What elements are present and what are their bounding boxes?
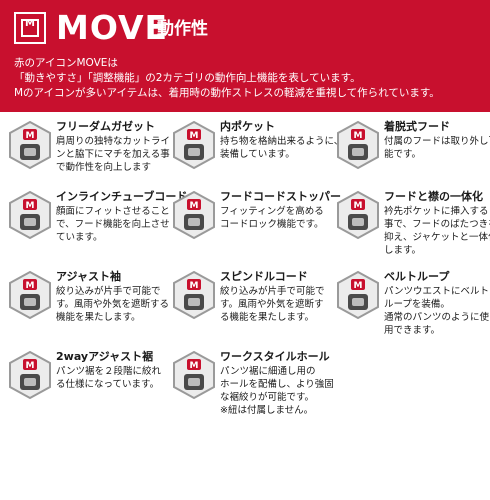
feature-description-line: 能です。 — [384, 149, 422, 160]
feature-item: M ワークスタイルホールパンツ裾に細通し用のホールを配備し、より強固な裾絞りが可能… — [172, 350, 334, 438]
feature-description: 付属のフードは取り外し可能です。 — [384, 135, 490, 161]
feature-description-line: 通常のパンツのように使 — [384, 312, 489, 323]
feature-description-line: 抑え、ジャケットと一体化 — [384, 232, 490, 243]
feature-description-line: ています。 — [56, 232, 103, 243]
feature-description-line: 顔面にフィットさせること — [56, 206, 170, 217]
page-subtitle: 動作性 — [157, 19, 208, 39]
move-logo-icon: M — [14, 12, 46, 44]
header-line-2: 「動きやすさ」「調整機能」の2カテゴリの動作向上機能を表しています。 — [14, 72, 361, 84]
hem-adjust-icon: M — [8, 350, 52, 400]
feature-description-line: ループを装備。 — [384, 299, 450, 310]
inner-pocket-icon: M — [172, 120, 216, 170]
header-line-1: 赤のアイコンMOVEは — [14, 57, 118, 69]
feature-description: パンツ裾を２段階に絞れる仕様になっています。 — [56, 365, 161, 391]
feature-description-line: す。風雨や外気を遮断する — [56, 299, 170, 310]
feature-name: フリーダムガゼット — [56, 120, 155, 133]
feature-description: 衿先ポケットに挿入する事で、フードのばたつきを抑え、ジャケットと一体化します。 — [384, 205, 490, 257]
feature-description-line: ホールを配備し、より強固 — [220, 379, 334, 390]
feature-description-line: パンツ裾を２段階に絞れ — [56, 366, 161, 377]
feature-description: パンツウエストにベルトループを装備。通常のパンツのように使用できます。 — [384, 285, 489, 337]
feature-description-line: フィッティングを高める — [220, 206, 324, 217]
feature-description-line: 肩周りの独特なカットライ — [56, 136, 171, 147]
feature-name: インラインチューブコード — [56, 190, 188, 203]
feature-item: M アジャスト袖絞り込みが片手で可能です。風雨や外気を遮断する機能を果たします。 — [8, 270, 169, 358]
feature-description: 持ち物を格納出来るように、装備しています。 — [220, 135, 343, 161]
feature-description-line: 事で、フードのばたつきを — [384, 219, 490, 230]
feature-name: ワークスタイルホール — [220, 350, 330, 363]
feature-description-line: 絞り込みが片手で可能で — [56, 286, 161, 297]
svg-text:M: M — [190, 361, 199, 371]
feature-description-line: 衿先ポケットに挿入する — [384, 206, 489, 217]
feature-name: スピンドルコード — [220, 270, 308, 283]
feature-name: フードと襟の一体化 — [384, 190, 483, 203]
detachable-hood-icon: M — [336, 120, 380, 170]
feature-name: フードコードストッパー — [220, 190, 341, 203]
feature-description-line: ンと脇下にマチを加える事 — [56, 149, 170, 160]
feature-description-line: ※紐は付属しません。 — [220, 405, 314, 416]
svg-text:M: M — [26, 361, 35, 371]
feature-item: M フリーダムガゼット肩周りの独特なカットラインと脇下にマチを加える事で動作性を向… — [8, 120, 170, 208]
feature-description-line: す。風雨や外気を遮断す — [220, 299, 324, 310]
svg-text:M: M — [354, 281, 363, 291]
feature-name: 2wayアジャスト裾 — [56, 350, 154, 363]
feature-description-line: 持ち物を格納出来るように、 — [220, 136, 344, 147]
work-hole-icon: M — [172, 350, 216, 400]
feature-description-line: コードロック機能です。 — [220, 219, 324, 230]
page-title: MOVE — [56, 8, 169, 47]
feature-description: 絞り込みが片手で可能です。風雨や外気を遮断する機能を果たします。 — [220, 285, 325, 324]
feature-description-line: る機能を果たします。 — [220, 312, 315, 323]
feature-description-line: パンツウエストにベルト — [384, 286, 489, 297]
svg-text:M: M — [354, 201, 363, 211]
feature-name: 着脱式フード — [384, 120, 450, 133]
belt-loop-icon: M — [336, 270, 380, 320]
feature-description: フィッティングを高めるコードロック機能です。 — [220, 205, 324, 231]
feature-description: パンツ裾に細通し用のホールを配備し、より強固な裾絞りが可能です。 ※紐は付属しませ… — [220, 365, 334, 417]
svg-text:M: M — [26, 131, 35, 141]
feature-item: M 着脱式フード付属のフードは取り外し可能です。 — [336, 120, 490, 208]
feature-description: 絞り込みが片手で可能です。風雨や外気を遮断する機能を果たします。 — [56, 285, 169, 324]
spindle-cord-icon: M — [172, 270, 216, 320]
feature-description-line: 付属のフードは取り外し可 — [384, 136, 490, 147]
feature-name: 内ポケット — [220, 120, 275, 133]
svg-text:M: M — [26, 201, 35, 211]
logo-letter: M — [25, 18, 35, 29]
feature-description-line: で動作性を向上します — [56, 162, 152, 173]
feature-description-line: 絞り込みが片手で可能で — [220, 286, 325, 297]
feature-item: M ベルトループパンツウエストにベルトループを装備。通常のパンツのように使用できま… — [336, 270, 490, 358]
feature-description-line: 装備しています。 — [220, 149, 295, 160]
feature-item: M スピンドルコード絞り込みが片手で可能です。風雨や外気を遮断する機能を果たします… — [172, 270, 332, 358]
feature-name: アジャスト袖 — [56, 270, 122, 283]
svg-text:M: M — [190, 281, 199, 291]
feature-name: ベルトループ — [384, 270, 450, 283]
gusset-icon: M — [8, 120, 52, 170]
feature-description-line: 機能を果たします。 — [56, 312, 141, 323]
feature-description-line: な裾絞りが可能です。 — [220, 392, 315, 403]
svg-text:M: M — [190, 131, 199, 141]
feature-description-line: 用できます。 — [384, 325, 441, 336]
feature-description: 肩周りの独特なカットラインと脇下にマチを加える事で動作性を向上します — [56, 135, 170, 174]
hood-collar-icon: M — [336, 190, 380, 240]
svg-text:M: M — [26, 281, 35, 291]
feature-item: M 内ポケット持ち物を格納出来るように、装備しています。 — [172, 120, 343, 208]
tube-cord-icon: M — [8, 190, 52, 240]
feature-description-line: パンツ裾に細通し用の — [220, 366, 316, 377]
cord-stopper-icon: M — [172, 190, 216, 240]
feature-description-line: る仕様になっています。 — [56, 379, 160, 390]
feature-description-line: で、フード機能を向上させ — [56, 219, 170, 230]
feature-description: 顔面にフィットさせることで、フード機能を向上させています。 — [56, 205, 170, 244]
header-banner: M MOVE 動作性 赤のアイコンMOVEは 「動きやすさ」「調整機能」の2カテ… — [0, 0, 490, 112]
header-line-3: Mのアイコンが多いアイテムは、着用時の動作ストレスの軽減を重視して作られています… — [14, 87, 440, 99]
svg-text:M: M — [190, 201, 199, 211]
svg-text:M: M — [354, 131, 363, 141]
adjust-sleeve-icon: M — [8, 270, 52, 320]
feature-description-line: します。 — [384, 245, 422, 256]
